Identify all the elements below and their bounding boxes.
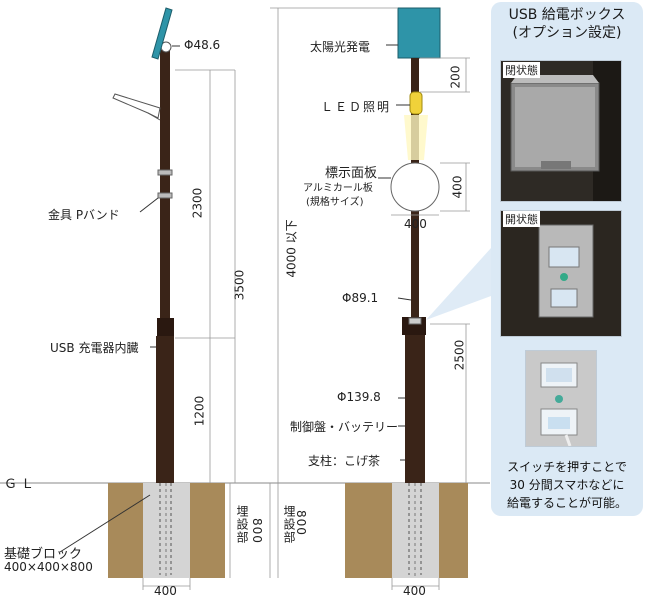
left-pole-upper (160, 50, 170, 320)
right-led-lamp (409, 91, 423, 115)
right-pole-lower (405, 335, 425, 483)
control-label: 制御盤・バッテリー (290, 420, 399, 434)
right-band (408, 317, 422, 325)
right-dim-2500: 2500 (452, 339, 467, 371)
right-led-glow (404, 115, 428, 160)
closed-state-label: 閉状態 (503, 62, 540, 78)
left-band-label: 金具 Pバンド (48, 208, 120, 222)
led-label: ＬＥＤ照明 (321, 100, 392, 114)
left-dim-3500: 3500 (232, 269, 247, 301)
left-bury-label: 埋設部 (235, 505, 249, 544)
sign-material: アルミカール板 (303, 183, 373, 194)
gl-label: ＧＬ (4, 477, 39, 492)
sign-label: 標示面板 (325, 166, 378, 181)
usb-box-title-line2: (オプション設定) (512, 25, 622, 41)
switch-closeup-photo (525, 350, 597, 447)
left-band-lower (157, 192, 173, 199)
closed-state-photo (500, 60, 622, 202)
right-height-total: 4000 以下 (284, 219, 299, 278)
open-state-label: 開状態 (503, 211, 540, 227)
open-state-photo (500, 210, 622, 337)
leader-band (139, 197, 159, 213)
usb-box-title-line1: USB 給電ボックス (508, 7, 626, 23)
right-solar-box (397, 7, 441, 59)
right-dim-400-h: 400 (450, 175, 465, 199)
closed-box-illustration (501, 61, 621, 201)
usb-box-title: USB 給電ボックス (オプション設定) (491, 6, 643, 42)
left-band-upper (157, 169, 173, 176)
sign-size: (規格サイズ) (306, 197, 364, 208)
left-charger-label: USB 充電器内臓 (50, 341, 139, 355)
right-sign-plate (390, 162, 440, 212)
left-dim-2300: 2300 (190, 187, 205, 219)
left-charger-box (157, 318, 174, 336)
block-label: 基礎ブロック (4, 547, 83, 562)
left-width-dim: 400 (154, 584, 177, 598)
right-dim-400-w: 400 (404, 217, 427, 231)
right-diameter-mid: Φ89.1 (342, 291, 379, 305)
left-pole-lower (156, 336, 174, 483)
right-width-dim: 400 (403, 584, 426, 598)
caption-line2: 30 分間スマホなどに (509, 478, 625, 492)
block-size: 400×400×800 (4, 560, 93, 574)
right-bury-dim: 800 (294, 510, 308, 536)
left-bury-dim: 800 (250, 518, 264, 544)
solar-label: 太陽光発電 (310, 40, 371, 54)
right-diameter-base: Φ139.8 (337, 390, 381, 404)
caption-line3: 給電することが可能。 (506, 496, 627, 510)
usb-box-caption: スイッチを押すことで 30 分間スマホなどに 給電することが可能。 (491, 458, 643, 512)
left-diameter-top: Φ48.6 (184, 38, 221, 52)
caption-line1: スイッチを押すことで (507, 460, 627, 474)
leader-diameter-mid (397, 297, 412, 301)
left-led-arm (147, 112, 161, 121)
left-dim-1200: 1200 (192, 395, 207, 427)
left-solar-panel (151, 7, 173, 60)
left-led-lamp (112, 93, 161, 119)
post-label: 支柱：こげ茶 (308, 454, 381, 468)
leader-block (59, 494, 151, 553)
open-box-illustration (501, 211, 621, 336)
switch-closeup-illustration (526, 351, 596, 446)
right-dim-200: 200 (448, 65, 463, 89)
right-bury-label: 埋設部 (282, 505, 296, 544)
usb-callout-pointer (426, 248, 491, 320)
